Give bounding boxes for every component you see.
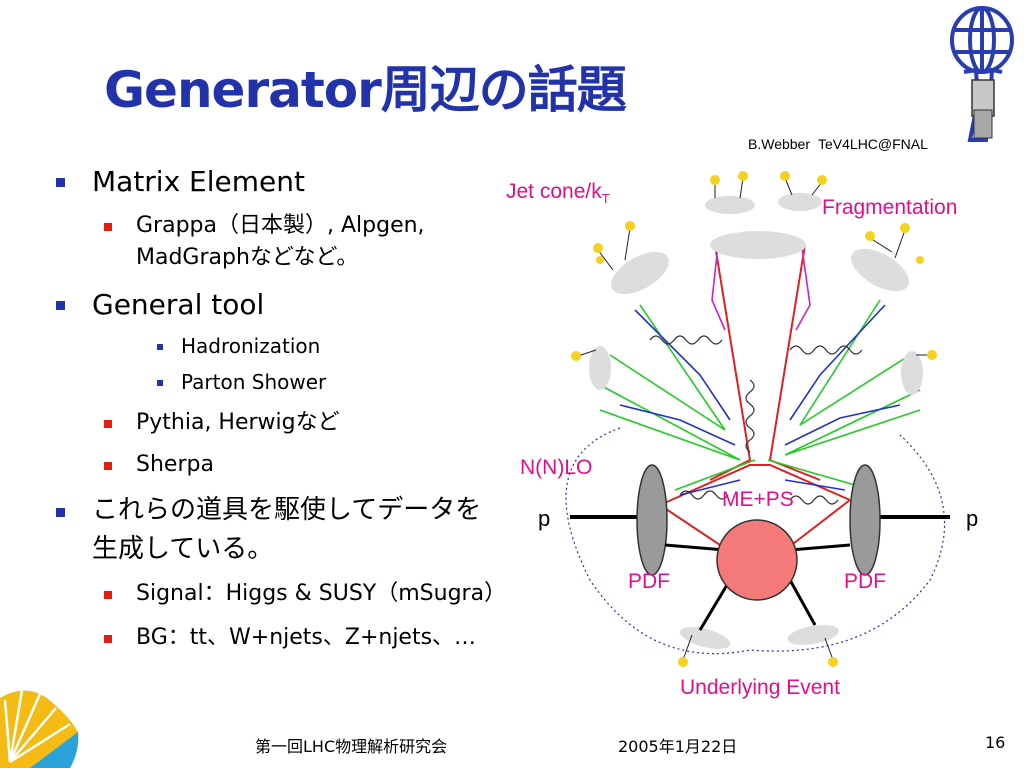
bullet-item: Parton Shower	[157, 370, 327, 395]
bullet-text: Pythia, Herwigなど	[136, 410, 340, 435]
credit-author: B.Webber	[748, 136, 810, 152]
event-diagram: Jet cone/kT Fragmentation N(N)LO ME+PS p…	[500, 160, 1010, 710]
credit: B.Webber TeV4LHC@FNAL	[748, 136, 928, 152]
shower-lines-blue	[619, 304, 901, 496]
footer-meeting: 第一回LHC物理解析研究会	[255, 737, 448, 756]
slide-title: Generator周辺の話題	[104, 61, 627, 119]
credit-event: TeV4LHC@FNAL	[818, 136, 928, 152]
bullet-text: Hadronization	[181, 334, 321, 358]
jet-cone-text: Jet cone/k	[506, 180, 602, 203]
footer-date: 2005年1月22日	[618, 737, 738, 756]
bullet-item: Pythia, Herwigなど	[104, 409, 340, 437]
bullet-marker	[56, 301, 65, 310]
fragmentation-label: Fragmentation	[822, 196, 958, 219]
pdf-label-right: PDF	[844, 570, 886, 593]
gluon-lines	[649, 335, 863, 505]
bullet-text: Sherpa	[136, 452, 214, 477]
bullet-text: Grappa（日本製）, Alpgen,	[136, 213, 425, 238]
jet-cone-subscript: T	[601, 191, 610, 207]
bullet-marker	[56, 508, 65, 517]
pdf-blob-left	[636, 464, 668, 576]
bullet-marker	[104, 223, 112, 231]
nnlo-label: N(N)LO	[520, 456, 593, 479]
bullet-item: Hadronization	[157, 334, 321, 359]
bullet-marker	[104, 635, 112, 643]
pdf-blob-right	[849, 464, 881, 576]
final-particles	[571, 171, 937, 667]
footer-page-number: 16	[985, 733, 1006, 752]
bullet-text: BG：tt、W+njets、Z+njets、…	[136, 625, 477, 650]
bullet-item: Matrix Element	[56, 164, 305, 199]
bullet-text: 生成している。	[92, 534, 274, 564]
bullet-text: これらの道具を駆使してデータを	[92, 495, 482, 525]
bullet-item: Grappa（日本製）, Alpgen,	[104, 212, 425, 240]
event-diagram-svg	[565, 171, 950, 667]
bullet-item: Signal：Higgs & SUSY（mSugra）	[104, 580, 507, 608]
ginkgo-logo-icon	[0, 689, 79, 768]
underlying-lines	[664, 543, 851, 631]
bullet-marker	[104, 420, 112, 428]
meps-label: ME+PS	[722, 488, 794, 511]
bullet-marker	[56, 178, 65, 187]
bullet-marker	[104, 591, 112, 599]
bullet-marker	[157, 380, 163, 386]
bullet-marker	[104, 462, 112, 470]
hard-process-blob	[716, 519, 798, 601]
hadron-blobs	[589, 193, 923, 649]
bullet-item-continuation: 生成している。	[92, 533, 273, 566]
bullet-item-continuation: MadGraphなどなど。	[136, 244, 358, 272]
bullet-text: Matrix Element	[92, 165, 305, 198]
bullet-text: MadGraphなどなど。	[136, 245, 359, 270]
bullet-item: General tool	[56, 287, 265, 322]
underlying-event-label: Underlying Event	[680, 676, 840, 699]
bullet-text: Parton Shower	[181, 370, 327, 394]
proton-label-right: p	[966, 506, 979, 531]
proton-label-left: p	[538, 506, 551, 531]
shower-lines-magenta	[711, 244, 811, 331]
bullet-text: General tool	[92, 288, 265, 321]
dotted-region	[565, 427, 946, 655]
bullet-text: Signal：Higgs & SUSY（mSugra）	[136, 581, 507, 606]
pdf-label-left: PDF	[628, 570, 670, 593]
bullet-marker	[157, 344, 163, 350]
final-particle-lines	[577, 177, 930, 661]
shower-lines-green	[599, 299, 921, 491]
bullet-item: BG：tt、W+njets、Z+njets、…	[104, 624, 477, 652]
bullet-item: Sherpa	[104, 451, 214, 479]
jet-cone-label: Jet cone/kT	[506, 180, 610, 206]
bullet-item: これらの道具を駆使してデータを	[56, 494, 482, 527]
atlas-logo-icon	[950, 6, 1014, 142]
